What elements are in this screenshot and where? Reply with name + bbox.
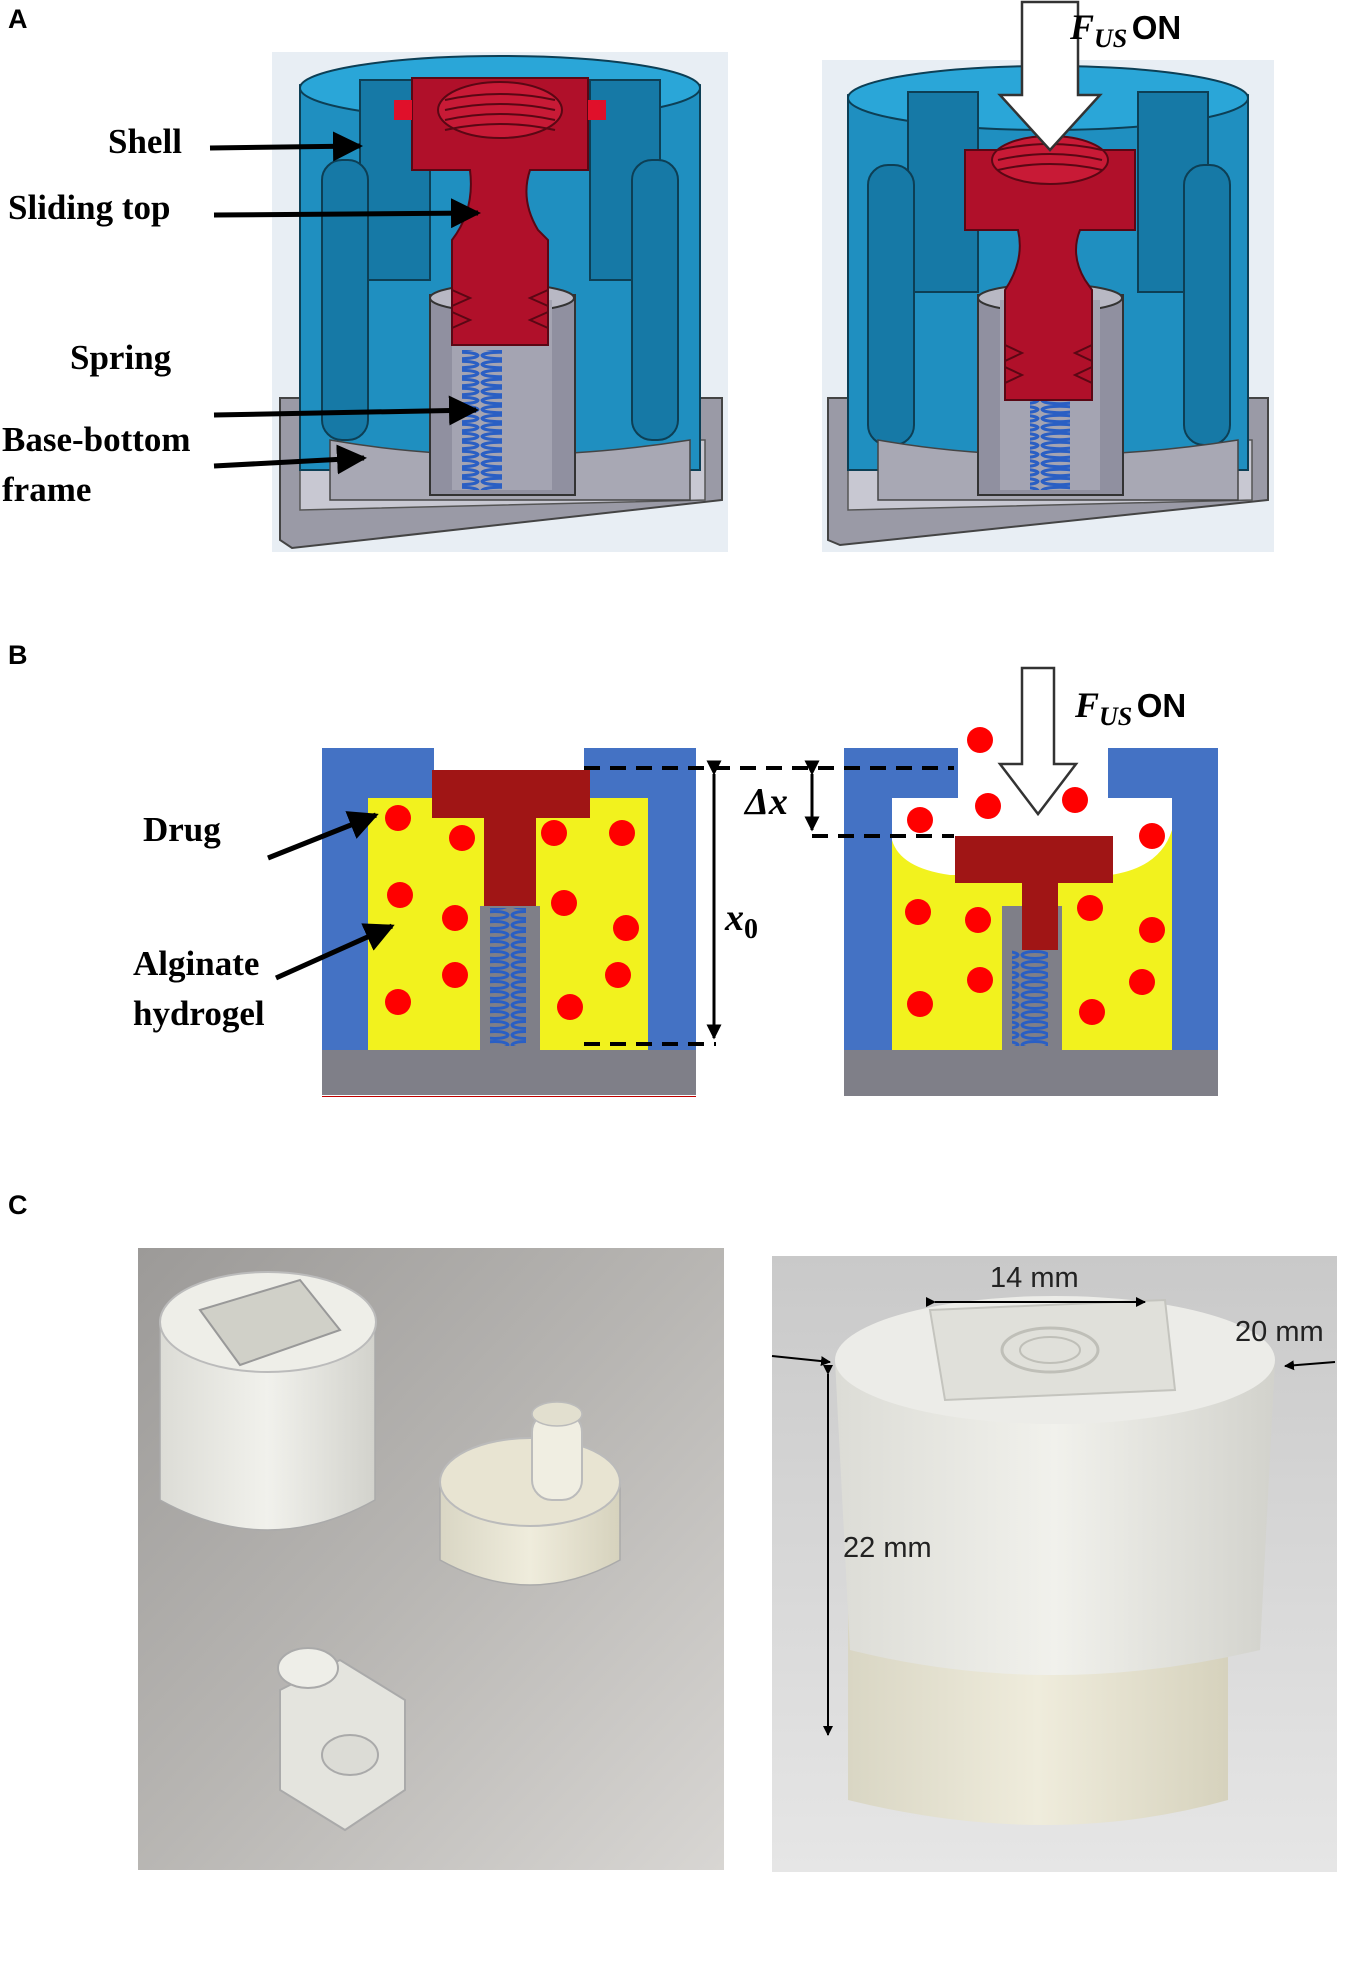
x0-subscript: 0 bbox=[744, 914, 758, 945]
force-label-b: FUS ON bbox=[1075, 684, 1187, 731]
device-render-left bbox=[272, 52, 728, 552]
spring-icon bbox=[490, 908, 526, 1046]
force-symbol: F bbox=[1070, 7, 1095, 47]
measurement-diameter: 20 mm bbox=[1235, 1316, 1324, 1348]
drug-particles-right bbox=[905, 727, 1165, 1025]
measurement-width-top: 14 mm bbox=[990, 1262, 1079, 1294]
label-shell: Shell bbox=[108, 122, 182, 161]
panel-label-b: B bbox=[8, 640, 28, 670]
x0-label: x0 bbox=[725, 896, 758, 945]
force-symbol: F bbox=[1075, 685, 1100, 725]
panel-label-a: A bbox=[8, 4, 28, 34]
measurement-arrows-c bbox=[771, 1297, 1336, 1736]
arrow-icon bbox=[997, 666, 1079, 817]
panel-label-c: C bbox=[8, 1190, 28, 1220]
schematic-left bbox=[322, 748, 696, 1097]
spring-icon bbox=[462, 350, 502, 490]
force-subscript: US bbox=[1099, 702, 1133, 731]
force-label-a: FUS ON bbox=[1070, 6, 1182, 53]
device-render-right bbox=[822, 0, 1274, 552]
label-alginate: Alginate bbox=[133, 944, 260, 983]
photo-assembled-device bbox=[772, 1256, 1337, 1872]
label-sliding-top: Sliding top bbox=[8, 188, 171, 227]
label-spring: Spring bbox=[70, 338, 172, 377]
force-state: ON bbox=[1131, 9, 1182, 46]
dimension-lines-b bbox=[267, 760, 954, 1046]
spring-icon bbox=[1012, 950, 1048, 1046]
photo-disassembled-parts bbox=[138, 1248, 724, 1870]
label-drug: Drug bbox=[143, 810, 221, 849]
annotation-arrows-a bbox=[209, 131, 481, 475]
spring-icon bbox=[1030, 400, 1070, 490]
label-base-bottom: Base-bottom bbox=[2, 420, 191, 459]
drug-particles-left bbox=[385, 805, 639, 1020]
measurement-height: 22 mm bbox=[843, 1532, 932, 1564]
force-state: ON bbox=[1136, 687, 1187, 724]
schematic-right bbox=[844, 666, 1218, 1096]
label-frame: frame bbox=[2, 470, 92, 509]
arrow-icon bbox=[997, 0, 1103, 152]
label-hydrogel: hydrogel bbox=[133, 994, 265, 1033]
x0-symbol: x bbox=[725, 897, 744, 939]
delta-x-label: Δx bbox=[745, 781, 788, 823]
force-subscript: US bbox=[1094, 24, 1128, 53]
